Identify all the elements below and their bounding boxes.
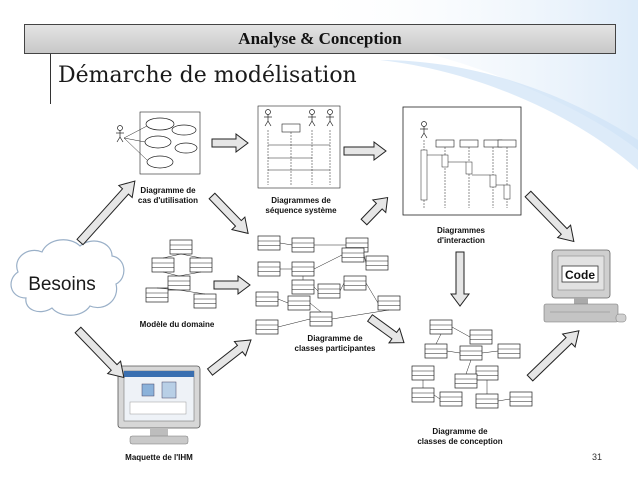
participating-classes-label: Diagramme de classes participantes [270,334,400,354]
header-title: Analyse & Conception [238,29,402,48]
participating-classes-thumbnail [255,235,401,335]
header-bar: Analyse & Conception [24,24,616,54]
domain-model-label: Modèle du domaine [139,320,215,329]
interaction-label: Diagrammes d'interaction [416,226,506,246]
besoins-label: Besoins [28,274,96,295]
interaction-diagram-thumbnail [402,106,522,216]
arrow-design-to-code [526,330,580,382]
sequence-system-label-line-1: Diagrammes de [271,196,331,205]
design-classes-label-line-1: Diagramme de [432,427,488,436]
page-title: Démarche de modélisation [58,63,357,88]
use-case-label: Diagramme de cas d'utilisation [118,186,218,206]
sequence-system-label-line-2: séquence système [265,206,337,215]
arrow-participating-to-design [366,314,405,344]
title-divider [50,54,51,104]
domain-model-thumbnail [145,239,217,309]
use-case-label-line-1: Diagramme de [140,186,196,195]
participating-classes-label-line-2: classes participantes [294,344,376,353]
ihm-monitor-icon [117,365,201,445]
sequence-system-thumbnail [257,105,341,189]
arrow-besoins-to-ihm [74,326,125,379]
arrow-interaction-to-code [524,190,575,243]
besoins-cloud [10,239,125,316]
arrow-interaction-to-design [450,251,470,307]
arrow-domain-to-participating [213,275,251,295]
design-classes-thumbnail [411,319,533,409]
arrow-usecase-to-participating [208,192,249,235]
interaction-label-line-1: Diagrammes [436,226,486,235]
sequence-system-label: Diagrammes de séquence système [246,196,356,216]
slide-number: 31 [592,452,603,462]
code-label: Code [565,268,595,282]
design-classes-label-line-2: classes de conception [417,437,503,446]
participating-classes-label-line-1: Diagramme de [307,334,363,343]
code-computer-icon [543,249,627,323]
use-case-diagram-thumbnail [115,111,201,175]
arrow-ihm-to-participating [206,339,252,376]
arrow-usecase-to-sequence [211,133,249,153]
arrow-participating-to-interaction [360,196,389,226]
interaction-label-line-2: d'interaction [437,236,485,245]
arrow-besoins-to-usecase [76,180,136,246]
ihm-mockup-label: Maquette de l'IHM [125,453,193,462]
use-case-label-line-2: cas d'utilisation [137,196,199,205]
arrow-sequence-to-interaction [343,141,387,161]
design-classes-label: Diagramme de classes de conception [400,427,520,447]
